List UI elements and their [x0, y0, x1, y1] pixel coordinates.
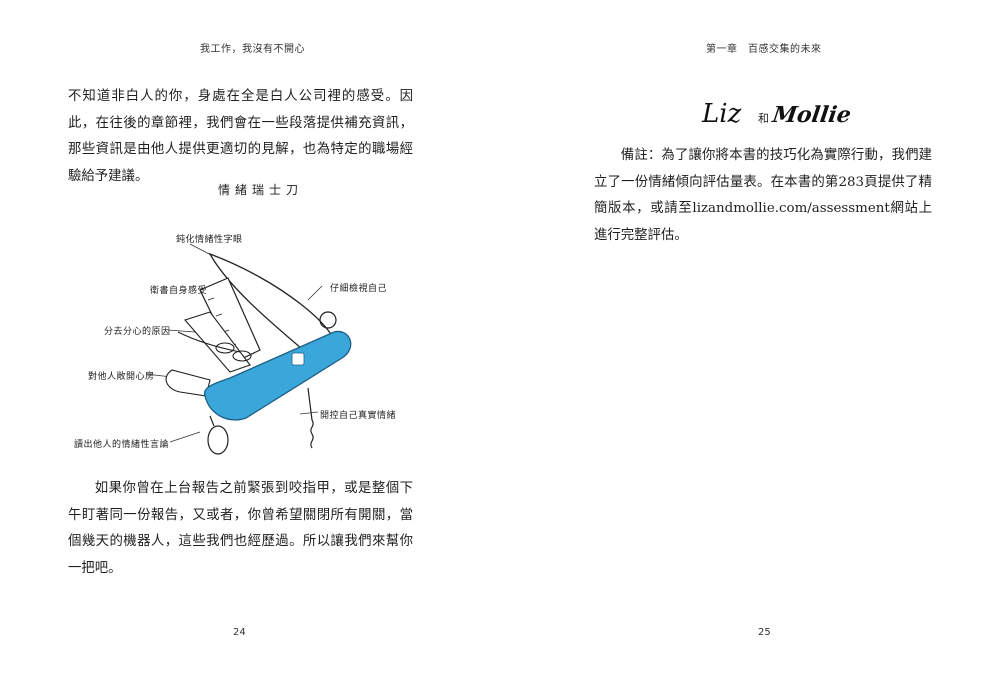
right-page: 第一章 百感交集的未來 Liz 和 Mollie 備註：為了讓你將本書的技巧化為…: [500, 0, 1000, 676]
running-head-right: 第一章 百感交集的未來: [706, 44, 822, 55]
figure-label-7: 讀出他人的情緒性言論: [74, 440, 170, 450]
page-number-right: 25: [758, 627, 771, 638]
page-number-left: 24: [233, 627, 246, 638]
authors-signature: Liz 和 Mollie: [701, 99, 850, 129]
assessment-note: 備註：為了讓你將本書的技巧化為實際行動，我們建立了一份情緒傾向評估量表。在本書的…: [594, 148, 932, 243]
figure-label-4: 分去分心的原因: [104, 327, 171, 337]
paragraph-intro: 不知道非白人的你，身處在全是白人公司裡的感受。因此，在往後的章節裡，我們會在一些…: [68, 89, 413, 184]
signature-name-2: Mollie: [770, 102, 850, 128]
figure-label-6: 開控自己真實情緒: [320, 411, 397, 421]
left-page: 我工作，我沒有不開心 不知道非白人的你，身處在全是白人公司裡的感受。因此，在往後…: [68, 44, 413, 638]
figure-label-3: 仔細檢視自己: [330, 284, 388, 294]
figure-label-5: 對他人敞開心房: [88, 372, 155, 382]
signature-joiner: 和: [758, 112, 769, 125]
figure-title: 情緒瑞士刀: [218, 183, 304, 197]
signature-name-1: Liz: [701, 99, 742, 129]
paragraph-closing: 如果你曾在上台報告之前緊張到咬指甲，或是整個下午盯著同一份報告，又或者，你曾希望…: [68, 481, 413, 576]
figure-label-2: 衛書自身感受: [150, 286, 208, 296]
swiss-knife-illustration: [145, 243, 352, 455]
running-head-left: 我工作，我沒有不開心: [200, 44, 305, 55]
figure-label-1: 鈍化情緒性字眼: [176, 235, 243, 245]
knife-handle: [203, 330, 352, 421]
